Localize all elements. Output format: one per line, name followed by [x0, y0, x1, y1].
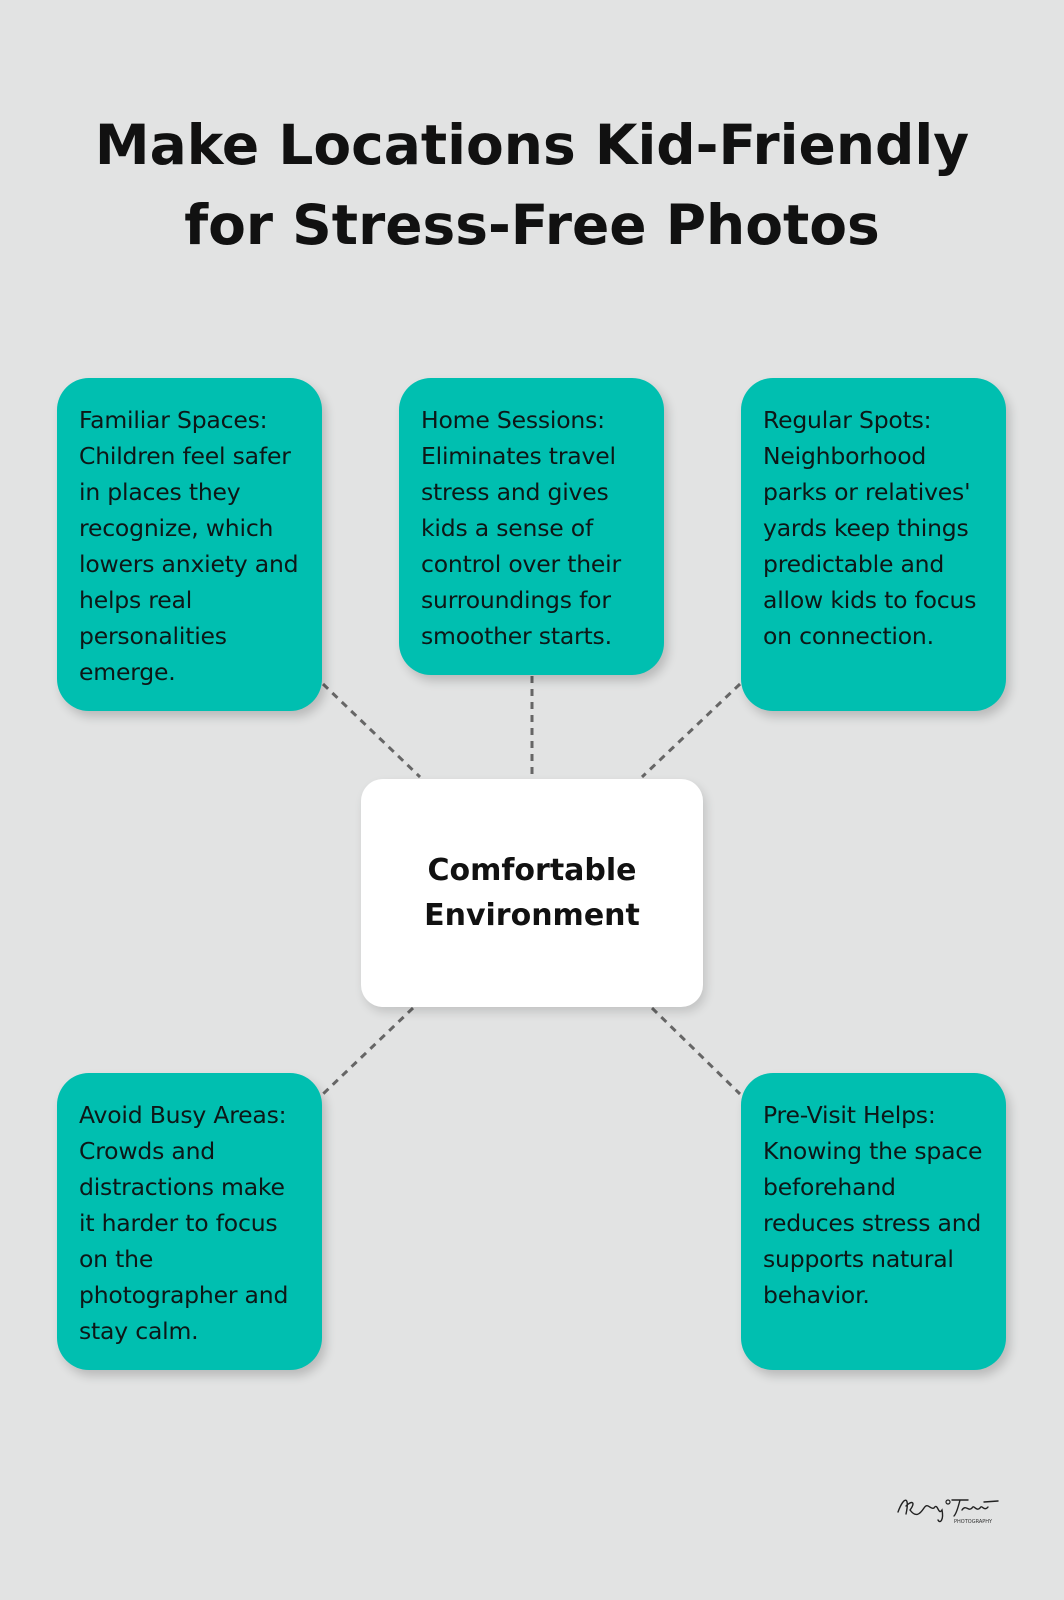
card-text: Home Sessions: Eliminates travel stress …: [421, 406, 621, 650]
card-text: Avoid Busy Areas: Crowds and distraction…: [79, 1101, 289, 1345]
signature-logo: PHOTOGRAPHY: [897, 1499, 999, 1525]
card-pre-visit-helps: Pre-Visit Helps: Knowing the space befor…: [741, 1073, 1006, 1370]
card-regular-spots: Regular Spots: Neighborhood parks or rel…: [741, 378, 1006, 711]
card-familiar-spaces: Familiar Spaces: Children feel safer in …: [57, 378, 322, 711]
card-avoid-busy-areas: Avoid Busy Areas: Crowds and distraction…: [57, 1073, 322, 1370]
svg-text:PHOTOGRAPHY: PHOTOGRAPHY: [954, 1519, 993, 1525]
card-text: Familiar Spaces: Children feel safer in …: [79, 406, 299, 686]
connector-regular-spots: [640, 682, 742, 779]
card-text: Pre-Visit Helps: Knowing the space befor…: [763, 1101, 983, 1309]
connector-pre-visit-helps: [650, 1006, 742, 1096]
center-node: Comfortable Environment: [361, 779, 703, 1007]
connector-avoid-busy-areas: [321, 1006, 415, 1096]
card-text: Regular Spots: Neighborhood parks or rel…: [763, 406, 977, 650]
page-title: Make Locations Kid-Friendly for Stress-F…: [0, 105, 1064, 265]
connector-familiar-spaces: [321, 682, 422, 779]
center-node-label: Comfortable Environment: [424, 853, 640, 933]
title-line-2: for Stress-Free Photos: [184, 193, 880, 257]
card-home-sessions: Home Sessions: Eliminates travel stress …: [399, 378, 664, 675]
title-line-1: Make Locations Kid-Friendly: [94, 113, 970, 177]
